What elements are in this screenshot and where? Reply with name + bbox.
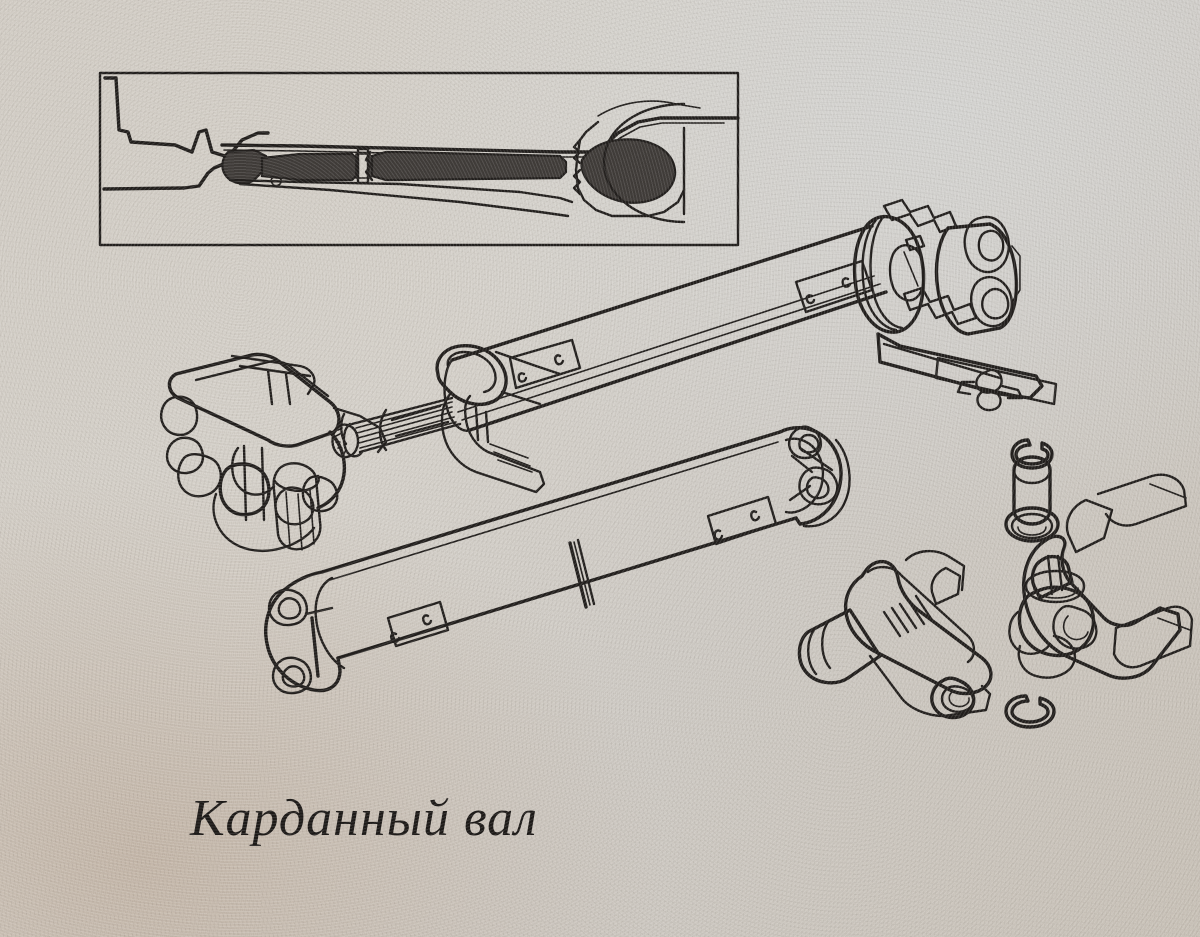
exploded-universal-joint-detail bbox=[797, 438, 1194, 729]
inset-lower-rail-b bbox=[238, 182, 570, 218]
upper-tube-clamp-saddle bbox=[435, 344, 562, 494]
spline-shaft-bottom bbox=[358, 422, 462, 454]
upper-tube-left-cap bbox=[443, 358, 472, 432]
yoke-ear-top bbox=[963, 215, 1010, 274]
spider-journal-right bbox=[1052, 604, 1098, 650]
lower-driveshaft-assembly bbox=[264, 425, 851, 695]
rear-joint-cross-inner bbox=[805, 476, 830, 500]
lower-shaft-rear-universal-joint bbox=[778, 425, 851, 528]
flange-right-upper-ear bbox=[1065, 498, 1114, 554]
spline-teeth bbox=[355, 401, 457, 449]
yoke-fork-left-body bbox=[843, 559, 993, 696]
snap-ring-lower bbox=[1004, 694, 1056, 729]
lower-tube-bottom-edge bbox=[336, 516, 798, 660]
front-yoke-lower-arm bbox=[316, 430, 347, 510]
upper-yoke-flange bbox=[934, 215, 1021, 336]
spider-seal-ring-up bbox=[1024, 569, 1086, 604]
bearing-inner-race bbox=[888, 244, 926, 302]
spline-shaft-top bbox=[350, 396, 454, 426]
lower-tube-weld-seam bbox=[568, 538, 596, 609]
rubber-cushion-top bbox=[882, 198, 958, 234]
joint-collar-ring bbox=[378, 408, 388, 452]
center-bearing-support-bracket bbox=[876, 332, 1058, 412]
yoke-fork-left-arm bbox=[866, 565, 976, 664]
lower-tube-inner-top bbox=[329, 441, 779, 581]
yoke-fork-left-boss bbox=[930, 676, 976, 720]
front-joint-to-tube bbox=[390, 404, 450, 438]
front-joint-bearing-caps bbox=[160, 395, 222, 498]
bracket-bolt bbox=[956, 368, 1024, 412]
inset-border bbox=[98, 71, 740, 247]
flange-right-body bbox=[1022, 534, 1182, 680]
exploded-bearing-cap-upper bbox=[1004, 438, 1060, 543]
bracket-flat-plate bbox=[934, 356, 1058, 406]
rear-joint-ear-top bbox=[788, 425, 822, 460]
bearing-cap-upper-seal bbox=[1004, 506, 1060, 543]
yoke-top-rail bbox=[230, 354, 316, 396]
bearing-key bbox=[904, 234, 926, 252]
yoke-cross-bar bbox=[310, 616, 320, 678]
upper-driveshaft-assembly bbox=[435, 198, 1058, 494]
balance-weight-plate-lower-right bbox=[706, 495, 778, 546]
yoke-ear-top-bore bbox=[977, 229, 1005, 262]
inset-axle-housing-outline bbox=[574, 120, 686, 218]
yoke-fork-left-spline-tube bbox=[797, 608, 882, 685]
inset-lower-rail-a bbox=[228, 178, 574, 204]
front-universal-joint-cross bbox=[212, 444, 339, 552]
inset-chassis-schematic bbox=[98, 71, 740, 247]
rear-joint-arm bbox=[788, 446, 834, 502]
yoke-fork-left-ear-tip bbox=[930, 566, 962, 606]
yoke-fork-left-boss-bore bbox=[940, 685, 975, 713]
yoke-fork-left-flange-base bbox=[868, 654, 992, 718]
slip-yoke-body bbox=[167, 352, 341, 448]
lower-tube-top-edge bbox=[320, 430, 782, 574]
inset-rear-shaft bbox=[370, 150, 568, 182]
spider-journal-left bbox=[1008, 610, 1052, 655]
grease-fitting-cylinder bbox=[272, 462, 322, 551]
inset-front-shaft bbox=[260, 152, 360, 182]
flange-right-lower-ear bbox=[1112, 605, 1194, 669]
cross-cap-b bbox=[301, 475, 339, 513]
center-support-bearing bbox=[852, 198, 978, 334]
cross-arm-vertical bbox=[242, 444, 266, 522]
yoke-fork-left-splines bbox=[882, 594, 934, 638]
yoke-bore-lower-inner bbox=[281, 665, 306, 688]
inset-small-mount bbox=[270, 176, 282, 187]
inset-spline-marks bbox=[364, 150, 374, 182]
bearing-cap-upper-body bbox=[1012, 455, 1052, 526]
inset-rear-axle-housing bbox=[580, 138, 677, 204]
balance-weight-plate-upper-left bbox=[508, 338, 582, 390]
underbody-outline bbox=[103, 76, 270, 159]
universal-joint-spider bbox=[1008, 554, 1098, 679]
saddle-leg bbox=[440, 392, 546, 494]
spline-gear-ring bbox=[331, 423, 360, 459]
lower-shaft-weld-yoke bbox=[264, 570, 346, 695]
upper-tube-top-edge bbox=[450, 224, 874, 362]
rear-joint-outer-arc bbox=[802, 438, 851, 528]
yoke-ear-bottom bbox=[970, 275, 1013, 328]
yoke-bore-lower bbox=[271, 656, 312, 695]
floor-pan-lower-edge bbox=[102, 161, 228, 191]
upper-tube-highlight2 bbox=[457, 275, 875, 413]
front-universal-joint-assembly bbox=[160, 352, 462, 552]
cross-lower-arc bbox=[212, 492, 316, 552]
spider-journal-up bbox=[1030, 554, 1074, 600]
exploded-yoke-fork-left bbox=[797, 549, 993, 720]
exploded-yoke-flange-right bbox=[1004, 473, 1194, 729]
balance-weight-plate-lower-left bbox=[386, 600, 450, 648]
yoke-bore-upper bbox=[267, 588, 308, 627]
front-joint-collar bbox=[340, 412, 348, 446]
inset-wheel-circle bbox=[602, 102, 686, 224]
upper-tube-bottom-edge bbox=[468, 290, 888, 432]
spider-lower-collar bbox=[1017, 634, 1077, 679]
figure-caption: Карданный вал bbox=[190, 790, 538, 847]
yoke-ear-bottom-bore bbox=[980, 287, 1010, 320]
snap-ring-upper bbox=[1010, 438, 1054, 470]
inset-wheel-circle-top bbox=[597, 100, 701, 117]
yoke-bore-upper-inner bbox=[277, 597, 302, 620]
upper-tube-highlight bbox=[461, 283, 881, 421]
spider-body bbox=[1017, 585, 1096, 658]
